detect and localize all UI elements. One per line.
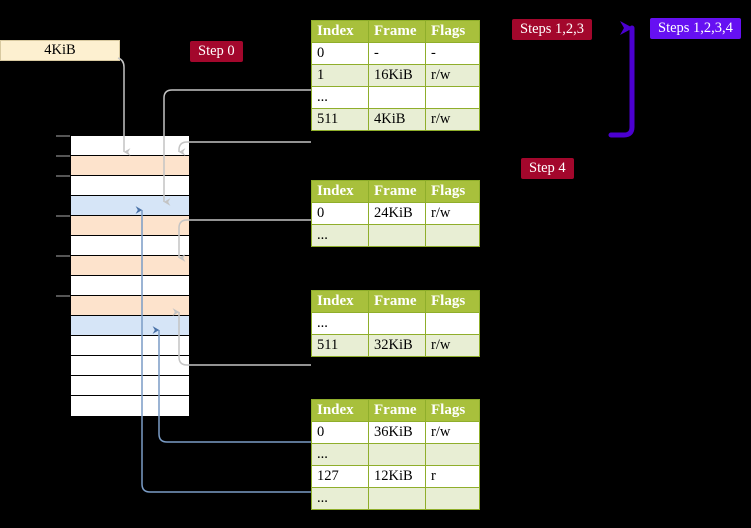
cell-frame: 12KiB [368, 465, 426, 488]
cell-flags [425, 224, 480, 247]
column-header-index: Index [311, 399, 369, 422]
cell-frame: - [368, 42, 426, 65]
table-row: ... [311, 443, 480, 466]
column-header-index: Index [311, 180, 369, 203]
cell-index: ... [311, 86, 369, 109]
cell-index: 511 [311, 334, 369, 357]
wire-pdp-24kib [178, 219, 311, 262]
cell-frame [368, 443, 426, 466]
wire-pd-32kib [172, 308, 311, 366]
memory-scale-tick [56, 135, 70, 137]
memory-scale-tick [56, 155, 70, 157]
steps-123-badge: Steps 1,2,3 [512, 19, 593, 40]
memory-frame-cell [71, 316, 189, 336]
column-header-flags: Flags [425, 399, 480, 422]
cell-frame [368, 86, 426, 109]
cell-frame: 4KiB [368, 108, 426, 131]
table-row: ... [311, 487, 480, 510]
column-header-index: Index [311, 290, 369, 313]
cell-index: ... [311, 487, 369, 510]
column-header-index: Index [311, 20, 369, 43]
cell-index: ... [311, 443, 369, 466]
cell-flags: - [425, 42, 480, 65]
column-header-flags: Flags [425, 290, 480, 313]
cell-flags [425, 312, 480, 335]
cell-frame: 16KiB [368, 64, 426, 87]
cell-index: ... [311, 312, 369, 335]
cell-index: 127 [311, 465, 369, 488]
step-4-label: Step 4 [529, 160, 566, 176]
cell-index: 0 [311, 202, 369, 225]
memory-frame-cell [71, 376, 189, 396]
column-header-frame: Frame [368, 399, 426, 422]
cell-frame: 32KiB [368, 334, 426, 357]
memory-scale-tick [56, 295, 70, 297]
cell-index: ... [311, 224, 369, 247]
step-4-badge: Step 4 [521, 158, 574, 179]
step-0-label: Step 0 [198, 43, 235, 59]
cell-flags: r/w [425, 64, 480, 87]
step-0-badge: Step 0 [190, 41, 243, 62]
cell-flags [425, 86, 480, 109]
memory-frame-cell [71, 136, 189, 156]
wire-pml4-4kib [178, 141, 311, 156]
memory-frame-cell [71, 176, 189, 196]
cell-flags [425, 443, 480, 466]
column-header-flags: Flags [425, 180, 480, 203]
column-header-frame: Frame [368, 20, 426, 43]
column-header-flags: Flags [425, 20, 480, 43]
cell-flags [425, 487, 480, 510]
steps-123-label: Steps 1,2,3 [520, 21, 585, 37]
memory-frame-cell [71, 396, 189, 416]
memory-frame-cell [71, 196, 189, 216]
column-header-frame: Frame [368, 290, 426, 313]
wire-steps-1234-arrow [608, 21, 635, 138]
memory-frame-cell [71, 356, 189, 376]
memory-frame-cell [71, 256, 189, 276]
table-row: ... [311, 86, 480, 109]
cell-flags: r [425, 465, 480, 488]
frame-size-box: 4KiB [0, 40, 120, 61]
cell-frame [368, 224, 426, 247]
table-row: ... [311, 312, 480, 335]
steps-1234-label: Steps 1,2,3,4 [658, 20, 733, 36]
memory-frame-cell [71, 236, 189, 256]
cell-frame [368, 487, 426, 510]
cell-flags: r/w [425, 108, 480, 131]
cell-index: 0 [311, 421, 369, 444]
column-header-frame: Frame [368, 180, 426, 203]
physical-memory-column [70, 135, 190, 416]
cell-frame: 36KiB [368, 421, 426, 444]
cell-index: 1 [311, 64, 369, 87]
cell-index: 511 [311, 108, 369, 131]
cell-index: 0 [311, 42, 369, 65]
cell-frame: 24KiB [368, 202, 426, 225]
memory-scale-tick [56, 255, 70, 257]
memory-scale-tick [56, 175, 70, 177]
cell-flags: r/w [425, 202, 480, 225]
memory-scale-tick [56, 215, 70, 217]
steps-1234-badge: Steps 1,2,3,4 [650, 18, 741, 39]
table-row: 0-- [311, 42, 480, 65]
table-row: ... [311, 224, 480, 247]
memory-frame-cell [71, 216, 189, 236]
memory-frame-cell [71, 336, 189, 356]
cell-frame [368, 312, 426, 335]
memory-frame-cell [71, 276, 189, 296]
cell-flags: r/w [425, 421, 480, 444]
frame-size-label: 4KiB [44, 42, 76, 58]
cell-flags: r/w [425, 334, 480, 357]
memory-frame-cell [71, 296, 189, 316]
memory-frame-cell [71, 156, 189, 176]
